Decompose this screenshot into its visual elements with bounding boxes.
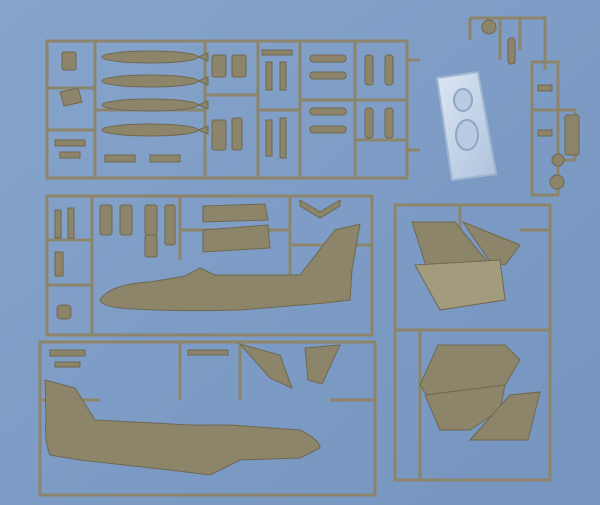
fuselage-half-lower	[44, 379, 321, 476]
small-parts-d	[49, 343, 341, 389]
drop-tanks	[101, 50, 209, 137]
sprue-frame-d	[393, 203, 552, 482]
small-parts-b	[481, 19, 580, 190]
small-parts-c	[54, 199, 341, 320]
fuselage-half-upper	[99, 223, 361, 312]
clear-sprue	[435, 70, 498, 182]
small-parts-a	[54, 49, 394, 163]
sprue-frame-b	[45, 194, 374, 337]
intake-halves	[202, 203, 271, 253]
sprue-frame-a	[45, 39, 420, 180]
wing-parts	[411, 220, 541, 441]
